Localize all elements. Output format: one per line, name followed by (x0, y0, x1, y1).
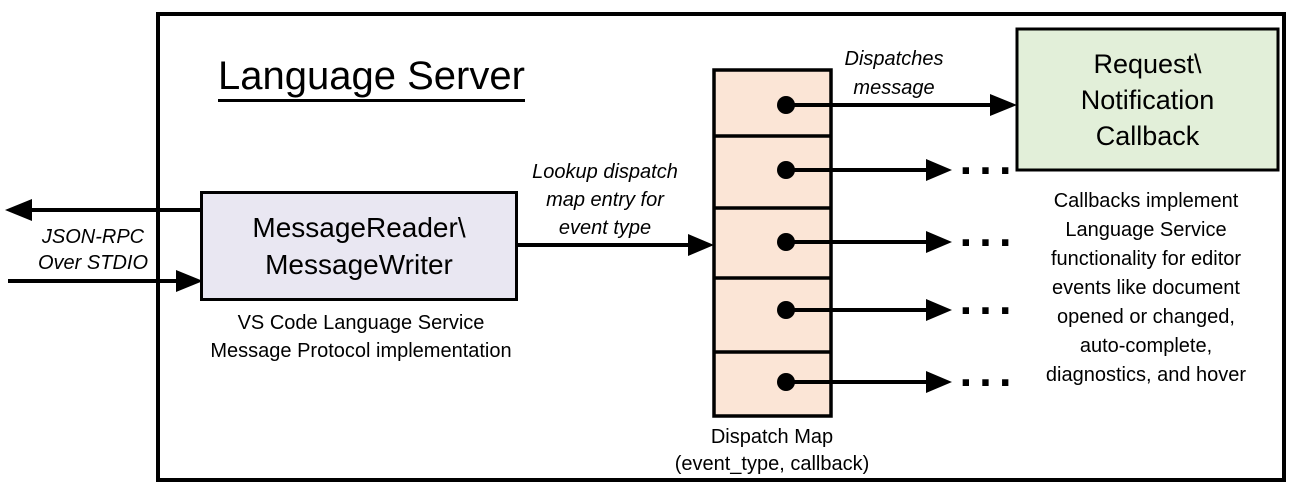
callbacks-note-line3: functionality for editor (1050, 248, 1242, 270)
dispatches-label: Dispatches message (818, 45, 970, 103)
dispatch-row-4 (777, 299, 952, 321)
reader-caption: VS Code Language Service Message Protoco… (188, 309, 534, 365)
stdio-label-line2: Over STDIO (37, 252, 148, 274)
dispatch-map-caption: Dispatch Map (event_type, callback) (650, 424, 894, 478)
dispatch-map-caption-line1: Dispatch Map (710, 426, 834, 448)
callback-label-line3: Callback (1095, 120, 1200, 151)
lookup-label: Lookup dispatch map entry for event type (513, 158, 697, 242)
arrow-stdio-in (8, 270, 203, 292)
stdio-label-line1: JSON-RPC (41, 226, 145, 248)
reader-label-line2: MessageWriter (265, 249, 453, 280)
ellipsis-row-5: ... (959, 354, 1019, 395)
callback-label-line2: Notification (1080, 84, 1215, 115)
arrow-lookup-head (688, 234, 714, 256)
arrow-dispatch-head (926, 159, 952, 181)
reader-label-line1: MessageReader\ (252, 212, 466, 243)
lookup-label-line1: Lookup dispatch (532, 161, 678, 183)
dispatch-row-3 (777, 231, 952, 253)
reader-caption-line2: Message Protocol implementation (210, 340, 512, 362)
arrow-lookup (517, 234, 714, 256)
callbacks-note-line5: opened or changed, (1057, 306, 1235, 328)
message-reader-writer-box (200, 191, 518, 301)
callbacks-note-line2: Language Service (1065, 219, 1227, 241)
dispatches-label-line1: Dispatches (844, 48, 944, 70)
diagram-title: Language Server (218, 54, 525, 102)
arrow-stdio-out (5, 199, 202, 221)
callbacks-note-line7: diagnostics, and hover (1045, 364, 1247, 386)
dispatches-label-line2: message (853, 77, 935, 99)
arrow-stdio-in-head (176, 270, 203, 292)
callbacks-note: Callbacks implement Language Service fun… (1010, 187, 1282, 390)
ellipsis-row-3: ... (959, 214, 1019, 255)
callback-label-line1: Request\ (1093, 48, 1202, 79)
arrow-dispatch-head (926, 371, 952, 393)
callbacks-note-line4: events like document (1052, 277, 1240, 299)
arrow-dispatch-head (926, 299, 952, 321)
dispatch-row-5 (777, 371, 952, 393)
arrow-dispatch-head (926, 231, 952, 253)
callbacks-note-line1: Callbacks implement (1053, 190, 1239, 212)
arrow-dispatch-head (990, 94, 1017, 116)
dispatch-map-caption-line2: (event_type, callback) (674, 453, 870, 475)
callbacks-note-line6: auto-complete, (1079, 335, 1213, 357)
message-reader-writer-label: MessageReader\ MessageWriter (201, 192, 517, 300)
reader-caption-line1: VS Code Language Service (237, 312, 485, 334)
dispatch-row-2 (777, 159, 952, 181)
lookup-label-line3: event type (558, 217, 652, 239)
arrow-stdio-out-head (5, 199, 32, 221)
language-server-boundary (156, 12, 1286, 482)
request-notification-callback-box (1015, 27, 1280, 172)
lookup-label-line2: map entry for (546, 189, 664, 211)
callback-box-label: Request\ Notification Callback (1017, 29, 1278, 170)
ellipsis-row-2: ... (959, 142, 1019, 183)
ellipsis-row-4: ... (959, 282, 1019, 323)
stdio-label: JSON-RPC Over STDIO (16, 224, 170, 276)
dispatch-row-1 (777, 94, 1017, 116)
